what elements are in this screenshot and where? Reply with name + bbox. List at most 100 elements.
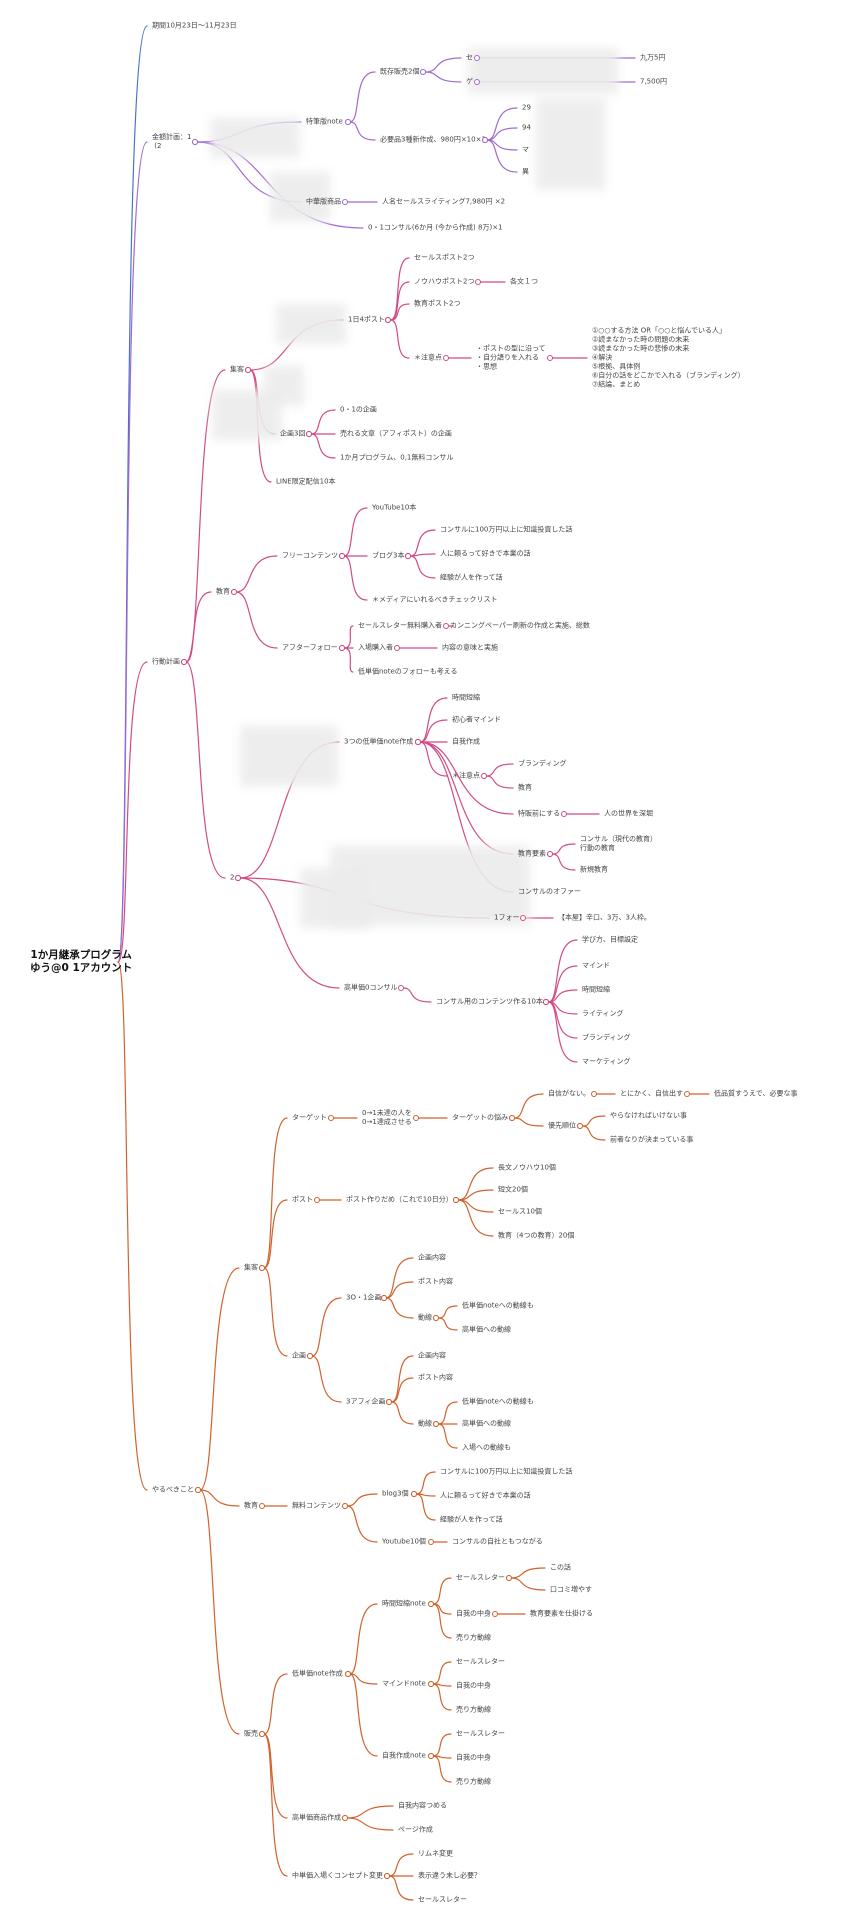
mindmap-node-t3a2a: セールスレター <box>456 1657 505 1666</box>
edge-t1c2 <box>311 1355 342 1403</box>
edge-t3c3 <box>388 1875 414 1901</box>
mindmap-node-a3d1d: ライティング <box>582 1009 624 1018</box>
mindmap-node-t1c1c: 動線 <box>418 1313 432 1322</box>
branch-node-icon <box>433 1421 439 1427</box>
edge-a2b1 <box>343 625 354 649</box>
mindmap-node-f1: 特筆版note <box>306 117 343 126</box>
edge-t3a1 <box>349 1603 378 1675</box>
branch-node-icon <box>386 1399 393 1405</box>
edge-t2a1c <box>415 1493 436 1521</box>
mindmap-root: 1か月継承プログラム ゆう@0 1アカウント <box>30 949 133 974</box>
edge-a3a2 <box>419 719 448 743</box>
mindmap-node-t1c1a: 企画内容 <box>418 1253 446 1262</box>
mindmap-node-a1a2: ノウハウポスト2つ <box>414 277 475 286</box>
branch-node-icon <box>307 1353 313 1359</box>
mindmap-node-a3c: 1フォー <box>494 913 520 922</box>
branch-node-icon <box>398 985 405 991</box>
mindmap-node-a2b3: 低単価noteのフォローも考える <box>358 667 458 676</box>
mindmap-node-t1b1d: 教育（4つの教育）20個 <box>498 1231 575 1240</box>
mindmap-node-t1b: ポスト <box>292 1195 313 1204</box>
edge-a1b1 <box>310 409 336 435</box>
mindmap-node-a3a4: ＊注意点 <box>452 771 480 780</box>
mindmap-node-t1a2a: 自信がない。 <box>548 1089 590 1098</box>
branch-node-icon <box>394 645 400 651</box>
branch-node-icon <box>427 1601 434 1607</box>
mindmap-node-t2a1: blog3個 <box>382 1489 409 1498</box>
mindmap-node-t3c1: リムネ変更 <box>418 1849 453 1858</box>
branch-node-icon <box>413 1115 420 1121</box>
mindmap-node-t3c3: セールスレター <box>418 1895 467 1904</box>
branch-node-icon <box>245 367 251 373</box>
edge-a2b3 <box>343 647 354 673</box>
mindmap-node-t1a1: 0→1未達の人を 0→1達成させる <box>362 1109 412 1126</box>
edge-a3b2b <box>551 853 576 871</box>
edge-t1c2c1 <box>437 1401 458 1425</box>
edge-t3a1a2 <box>510 1577 546 1591</box>
mindmap-node-t3b: 高単価商品作成 <box>292 1813 341 1822</box>
edge-f1a2 <box>424 71 462 83</box>
edge-a3b1 <box>419 741 514 815</box>
mindmap-node-t2a2: Youtube10個 <box>382 1537 426 1546</box>
mindmap-node-t1a2: ターゲットの悩み <box>452 1113 508 1122</box>
mindmap-node-t1c2c3: 入場への動線も <box>462 1443 511 1452</box>
edge-t1c2b <box>390 1377 414 1403</box>
mindmap-node-a1b1: 0・1の企画 <box>340 405 377 414</box>
edge-a1a4 <box>389 319 410 359</box>
branch-node-icon <box>342 199 348 205</box>
mindmap-node-t3a2b: 自我の中身 <box>456 1681 491 1690</box>
edge-t3b <box>263 1733 288 1819</box>
mindmap-node-f1b3: マ <box>522 145 529 154</box>
edge-action <box>117 661 148 963</box>
mindmap-node-t2a1a: コンサルに100万円以上に知識投資した話 <box>440 1467 573 1476</box>
mindmap-node-t2a1b: 人に頼るって好きで本業の話 <box>440 1491 531 1500</box>
branch-node-icon <box>543 999 550 1005</box>
mindmap-node-t3a2c: 売り方動線 <box>456 1705 491 1714</box>
branch-node-icon <box>427 1539 434 1545</box>
edge-t1a2a <box>513 1093 544 1119</box>
mindmap-node-a1b2: 売れる文章（アフィポスト）の企画 <box>340 429 452 438</box>
branch-node-icon <box>344 119 351 125</box>
mindmap-node-t1: 集客 <box>244 1263 258 1272</box>
mindmap-node-t3a: 低単価note作成 <box>292 1669 343 1678</box>
mindmap-node-a1b3: 1か月プログラム、0,1無料コンサル <box>340 453 454 462</box>
edge-a2a <box>235 555 278 593</box>
edge-t1a2b2 <box>581 1125 606 1141</box>
redaction-blur <box>270 172 330 222</box>
edge-t3a2a <box>432 1661 452 1685</box>
mindmap-node-t2: 教育 <box>244 1501 258 1510</box>
mindmap-node-a3b2a: コンサル（現代の教育） 行動の教育 <box>580 835 657 852</box>
mindmap-node-a2a2a: コンサルに100万円以上に知識投資した話 <box>440 525 573 534</box>
edge-f1b4 <box>486 139 518 173</box>
mindmap-node-a3d1: コンサル用のコンテンツ作る10本 <box>436 997 543 1006</box>
mindmap-node-t3a3b: 自我の中身 <box>456 1753 491 1762</box>
branch-node-icon <box>561 811 567 817</box>
edge-a3b2 <box>419 741 514 855</box>
mindmap-node-a3: 2 <box>230 873 235 882</box>
mindmap-node-a3a4b: 教育 <box>518 783 532 792</box>
branch-node-icon <box>344 1671 351 1677</box>
edge-f1b <box>349 121 376 141</box>
branch-node-icon <box>492 1611 498 1617</box>
mindmap-node-f1a: 既存販売2個 <box>380 67 420 76</box>
mindmap-node-f1a1v: 九万5円 <box>640 53 666 62</box>
edge-a2b <box>235 591 278 649</box>
branch-node-icon <box>474 79 480 85</box>
mindmap-node-t1c1: 3O・1企画 <box>346 1293 382 1302</box>
mindmap-node-t3a1: 時間短縮note <box>382 1599 426 1608</box>
branch-node-icon <box>547 355 553 361</box>
mindmap-node-t1c: 企画 <box>292 1351 306 1360</box>
mindmap-node-a3d1c: 時間短縮 <box>582 985 610 994</box>
edge-a3b2a <box>551 843 576 855</box>
mindmap-node-action: 行動計画 <box>152 657 180 666</box>
edge-t2a1 <box>346 1493 378 1507</box>
mindmap-node-t2a1c: 経験が人を作って話 <box>440 1515 503 1524</box>
edge-f1b1 <box>486 107 518 141</box>
mindmap-node-a3d: 高単価0コンサル <box>344 983 398 992</box>
mindmap-node-a1a: 1日4ポスト <box>348 315 385 324</box>
mindmap-node-a2a2c: 経験が人を作って話 <box>440 573 503 582</box>
mindmap-node-f1b4: 異 <box>522 167 529 176</box>
edge-t3a1a <box>432 1577 452 1605</box>
mindmap-node-a1a1: セールスポスト2つ <box>414 253 475 262</box>
mindmap-node-a1a2x: 各文１つ <box>510 277 538 286</box>
edge-t1 <box>199 1267 240 1491</box>
